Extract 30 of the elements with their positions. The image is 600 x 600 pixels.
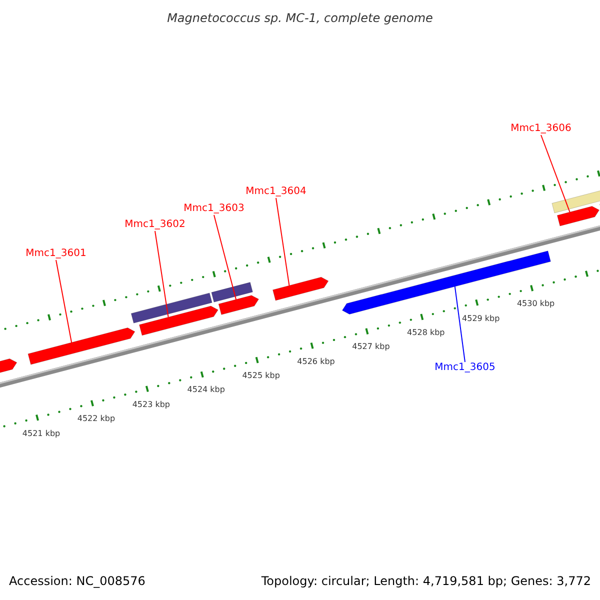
scale-label: 4524 kbp [187,385,225,396]
scale-label: 4526 kbp [297,356,335,367]
scale-label: 4521 kbp [22,428,60,439]
gene-label: Mmc1_3603 [184,203,244,215]
gene-block [272,276,329,301]
leader-line [56,260,72,343]
leader-line [276,198,290,286]
scale-label: 4527 kbp [352,342,390,352]
gene-label: Mmc1_3604 [246,186,306,198]
leader-line [454,286,466,362]
gene-label: Mmc1_3601 [26,248,86,260]
gene-label: Mmc1_3605 [434,362,496,374]
scale-label: 4523 kbp [132,400,170,410]
gene-block [218,295,259,315]
leader-line [214,214,237,300]
gene-block [211,282,253,302]
gene-block [139,306,218,336]
scale-label: 4522 kbp [77,414,116,424]
accession-text: Accession: NC_008576 [9,573,146,589]
title: Magnetococcus sp. MC-1, complete genome [167,10,433,27]
gene-label: Mmc1_3602 [124,219,186,231]
scale-label: 4525 kbp [242,371,280,382]
gene-label: Mmc1_3606 [510,123,572,135]
scale-label: 4529 kbp [462,314,500,324]
gene-block [130,292,212,324]
gene-block [28,328,136,365]
scale-label: 4528 kbp [407,328,445,338]
genome-info-text: Topology: circular; Length: 4,719,581 bp; Genes: 3,772 [261,573,591,589]
gene-block [556,206,600,226]
scale-label: 4530 kbp [516,299,555,310]
